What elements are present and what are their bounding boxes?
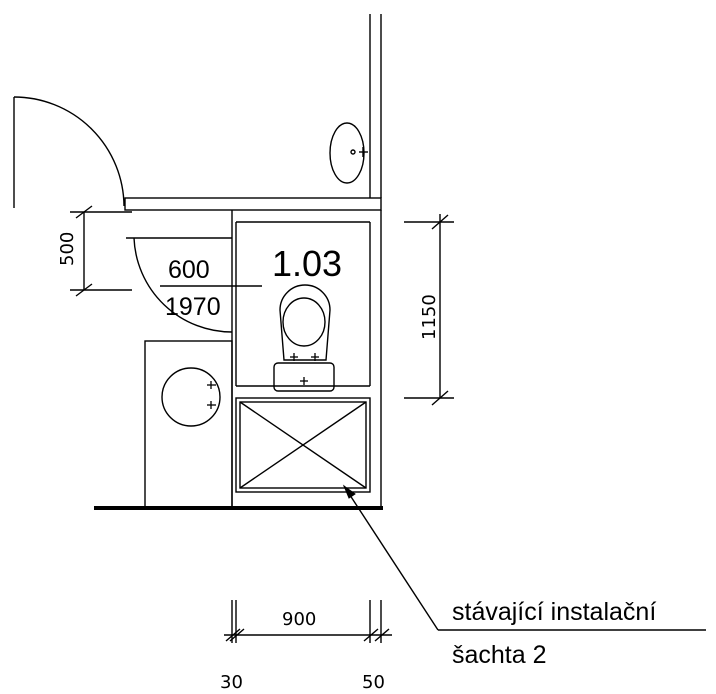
toilet xyxy=(273,284,335,392)
upper-right-wall xyxy=(369,14,382,198)
annotation-leader xyxy=(342,484,706,631)
dimension-bottom-width: 900 xyxy=(282,609,316,630)
sink-cabinet xyxy=(144,340,233,509)
installation-shaft xyxy=(235,397,371,493)
dimension-bottom xyxy=(224,600,392,643)
dimension-bottom-right: 50 xyxy=(362,672,385,693)
annotation-line-2: šachta 2 xyxy=(452,641,547,669)
door-height-label: 1970 xyxy=(165,293,221,321)
upper-door xyxy=(13,96,125,208)
toilet-door xyxy=(126,237,233,333)
room-number: 1.03 xyxy=(272,243,342,284)
dimension-left-label: 500 xyxy=(57,232,78,266)
annotation-line-1: stávající instalační xyxy=(452,598,656,626)
washbasin-upper xyxy=(329,122,368,184)
dimension-right-label: 1150 xyxy=(419,294,440,340)
partition-wall xyxy=(124,197,382,211)
door-width-label: 600 xyxy=(168,256,210,284)
dimension-right xyxy=(404,214,454,406)
dimension-left xyxy=(70,205,132,297)
dimension-bottom-left: 30 xyxy=(220,672,243,693)
